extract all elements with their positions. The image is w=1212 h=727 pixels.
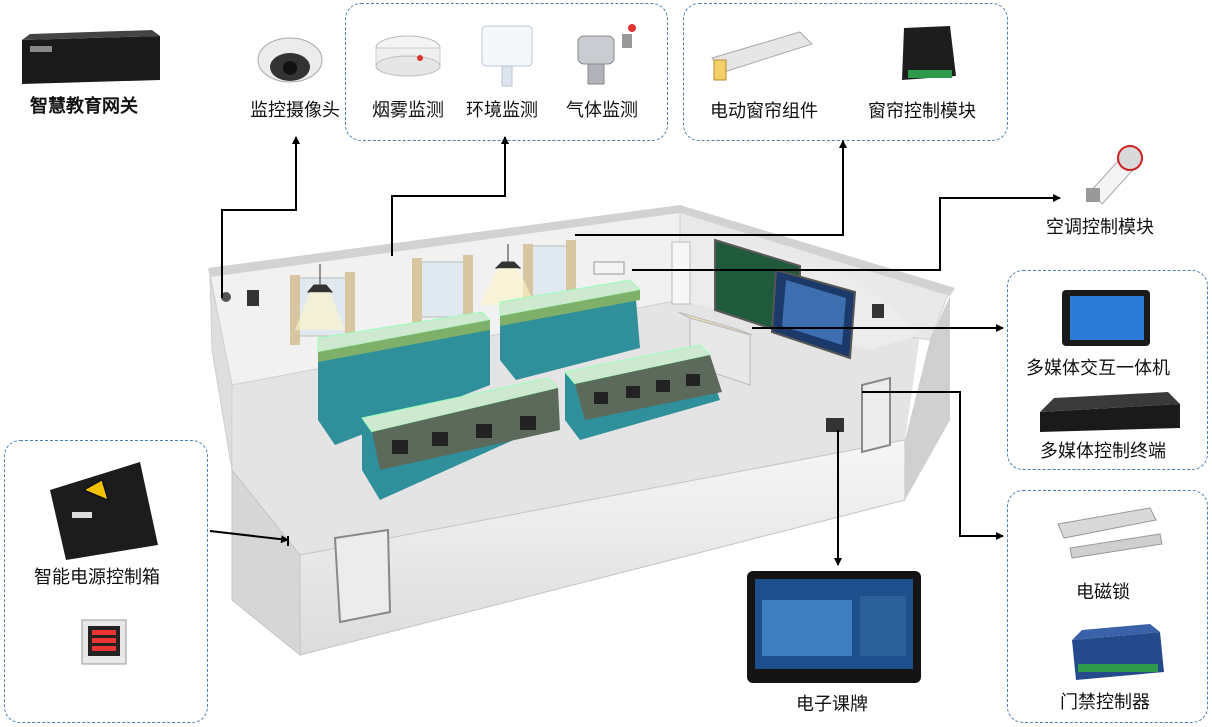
label-e-class-sign: 电子课牌 xyxy=(796,694,868,715)
curtain-motor-icon xyxy=(711,31,813,81)
class-sign-icon xyxy=(747,571,921,683)
label-access-controller: 门禁控制器 xyxy=(1060,692,1150,713)
curtain-module-icon xyxy=(902,26,956,80)
connectors xyxy=(209,136,1061,566)
ac-module-icon xyxy=(1086,145,1143,205)
label-magnetic-lock: 电磁锁 xyxy=(1076,582,1130,603)
label-curtain-assembly: 电动窗帘组件 xyxy=(710,101,818,122)
gateway-icon xyxy=(22,30,160,84)
power-meter-icon xyxy=(81,619,127,665)
gas-detector-icon xyxy=(577,24,636,85)
smoke-detector-icon xyxy=(375,35,441,77)
label-ac-control: 空调控制模块 xyxy=(1046,217,1154,238)
door-group-border xyxy=(1007,490,1208,723)
power-group-border xyxy=(4,440,208,723)
label-environment: 环境监测 xyxy=(466,100,538,121)
multimedia-group-border xyxy=(1007,270,1208,470)
access-controller-icon xyxy=(1072,624,1164,680)
label-power-box: 智能电源控制箱 xyxy=(34,567,160,588)
touch-screen-icon xyxy=(1062,290,1150,346)
label-gateway: 智慧教育网关 xyxy=(30,96,138,117)
rack-terminal-icon xyxy=(1040,392,1180,432)
label-multimedia-terminal: 多媒体交互一体机 xyxy=(1026,358,1170,379)
lab-benches xyxy=(317,279,722,500)
camera-icon xyxy=(257,37,323,83)
label-curtain-control: 窗帘控制模块 xyxy=(868,101,976,122)
power-box-icon xyxy=(50,462,158,560)
environment-sensor-icon xyxy=(481,25,533,87)
label-smoke: 烟雾监测 xyxy=(372,100,444,121)
classroom-illustration xyxy=(208,205,955,657)
magnetic-lock-icon xyxy=(1057,507,1163,559)
label-multimedia-control: 多媒体控制终端 xyxy=(1040,441,1166,462)
label-camera: 监控摄像头 xyxy=(250,100,340,121)
label-gas: 气体监测 xyxy=(566,100,638,121)
